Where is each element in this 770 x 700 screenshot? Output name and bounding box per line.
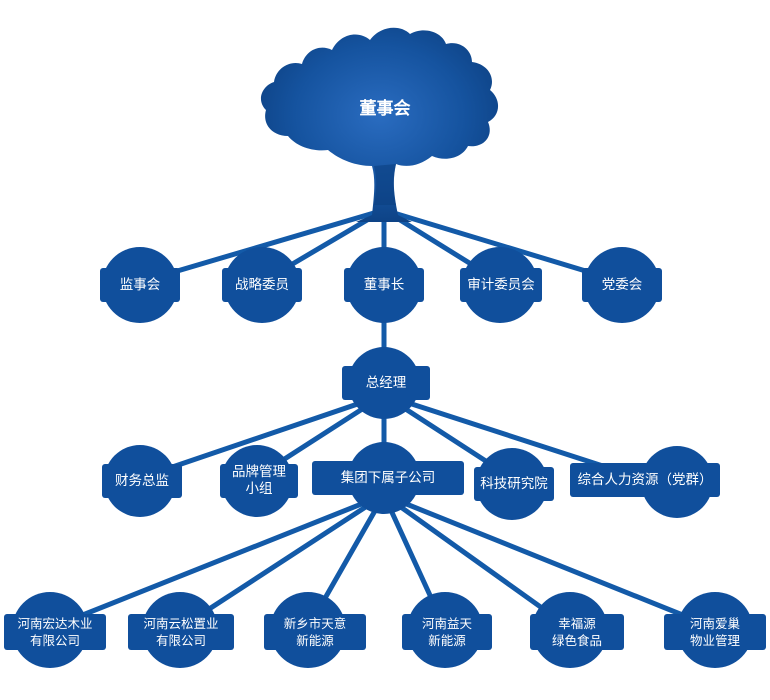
node-label-line1: 新乡市天意 [283, 616, 347, 631]
node-label: 科技研究院 [480, 475, 548, 492]
node-supervisory-board: 监事会 [100, 268, 180, 302]
node-subsidiary-tianyi: 新乡市天意 新能源 [264, 614, 366, 650]
node-subsidiary-aichao: 河南爱巢 物业管理 [664, 614, 766, 650]
node-subsidiary-hongda: 河南宏达木业 有限公司 [4, 614, 106, 650]
node-subsidiaries: 集团下属子公司 [312, 461, 464, 495]
node-label-line1: 河南宏达木业 [17, 616, 93, 631]
node-label-line2: 小组 [245, 481, 273, 497]
node-label-line2: 物业管理 [689, 633, 740, 648]
node-subsidiary-yitian: 河南益天 新能源 [402, 614, 492, 650]
node-label: 财务总监 [115, 472, 169, 489]
node-label: 党委会 [601, 276, 643, 293]
subsidiary-shapes [4, 592, 766, 668]
node-label-line1: 河南爱巢 [689, 616, 740, 631]
tree-icon [260, 27, 499, 222]
node-subsidiary-xingfuyuan: 幸福源 绿色食品 [530, 614, 624, 650]
node-hr-party: 综合人力资源（党群） [570, 463, 720, 497]
node-label-line1: 河南云松置业 [143, 616, 219, 631]
node-label: 监事会 [119, 276, 161, 293]
node-label: 综合人力资源（党群） [577, 471, 713, 488]
root-node-board: 董事会 [359, 99, 411, 119]
level3-shapes [102, 442, 720, 520]
node-tech-institute: 科技研究院 [474, 467, 554, 501]
node-label-line2: 有限公司 [155, 633, 206, 648]
level1-shapes [100, 247, 662, 323]
gm-shape [342, 347, 430, 419]
node-chairman: 董事长 [344, 268, 424, 302]
node-label-line2: 绿色食品 [551, 633, 602, 648]
node-subsidiary-yunsong: 河南云松置业 有限公司 [128, 614, 234, 650]
node-label: 董事长 [363, 276, 405, 293]
node-label: 总经理 [365, 374, 407, 391]
node-label-line1: 河南益天 [421, 616, 472, 631]
node-label-line2: 有限公司 [29, 633, 80, 648]
node-cfo: 财务总监 [102, 464, 182, 498]
node-audit-committee: 审计委员会 [460, 268, 542, 302]
node-label: 战略委员 [235, 276, 289, 293]
node-brand-management: 品牌管理 小组 [220, 462, 298, 500]
node-party-committee: 党委会 [582, 268, 662, 302]
node-strategy-committee: 战略委员 [222, 268, 302, 302]
node-label-line2: 新能源 [296, 633, 334, 648]
node-label: 集团下属子公司 [340, 469, 436, 486]
node-general-manager: 总经理 [342, 366, 430, 400]
node-label-line1: 幸福源 [558, 616, 596, 631]
node-label-line1: 品牌管理 [232, 464, 286, 480]
node-label: 审计委员会 [467, 276, 535, 293]
node-label-line2: 新能源 [428, 633, 466, 648]
